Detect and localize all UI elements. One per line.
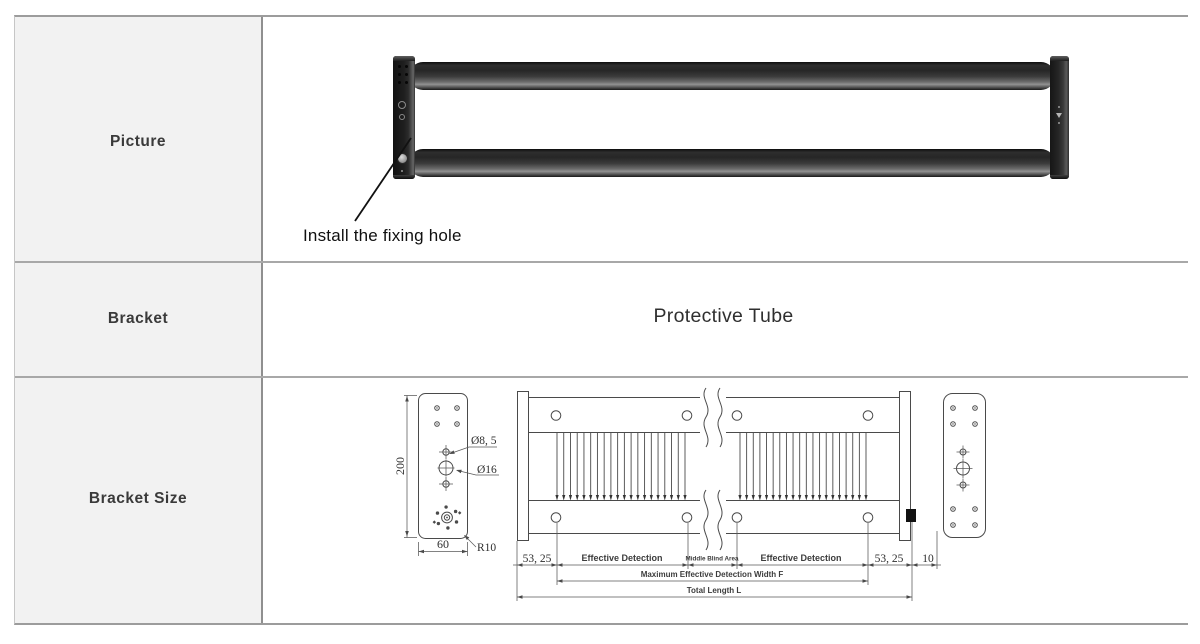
- fixing-hole-dot: [398, 65, 401, 68]
- corner-radius-label: R10: [477, 542, 496, 554]
- spec-table: Picture Bracket Bracket Size: [14, 15, 1188, 625]
- header-cell-bracket: Bracket: [107, 310, 169, 327]
- dim-right-offset: 53, 25: [875, 553, 904, 565]
- detector-drawing: [517, 387, 916, 551]
- fixing-hole-dot: [398, 81, 401, 84]
- plate-height-label: 200: [393, 457, 407, 475]
- dim-bracket-gap: 10: [922, 553, 934, 565]
- fixing-hole-dot: [405, 73, 408, 76]
- cap-dot: [401, 170, 403, 172]
- bracket-size-drawing: 200 60 Ø8, 5 Ø16 R10: [393, 387, 986, 601]
- dim-total-length: Total Length L: [687, 586, 742, 595]
- right-end-cap: [1050, 56, 1069, 179]
- dim-left-offset: 53, 25: [523, 553, 552, 565]
- header-column: [15, 17, 261, 623]
- product-image: [393, 56, 1069, 180]
- plate-width-label: 60: [437, 537, 449, 551]
- bracket-value: Protective Tube: [653, 305, 794, 327]
- cap-mark: [1058, 122, 1060, 124]
- bottom-tube: [409, 149, 1055, 177]
- break-symbol: [703, 489, 709, 551]
- left-end-cap: [393, 56, 415, 179]
- detector-screw-holes: [550, 410, 874, 523]
- break-symbol: [717, 489, 723, 551]
- detection-beams: [555, 433, 868, 501]
- row-divider-2: [15, 376, 1188, 378]
- fixing-hole-dot: [398, 73, 401, 76]
- fixing-hole-annotation: Install the fixing hole: [303, 226, 462, 245]
- annotation-leader-line: [354, 137, 412, 222]
- cap-hole: [398, 101, 406, 109]
- dimension-lines: 53, 25 Effective Detection Middle Blind …: [405, 396, 941, 601]
- detector-left-cap: [517, 391, 529, 541]
- column-divider: [261, 17, 263, 623]
- row-divider-1: [15, 261, 1188, 263]
- cap-mark: [1058, 106, 1060, 108]
- dim-effective-left: Effective Detection: [581, 553, 662, 563]
- detector-right-cap: [899, 391, 911, 541]
- header-cell-bracket-size: Bracket Size: [88, 490, 188, 507]
- right-plate-drawing: [943, 393, 986, 538]
- small-hole-label: Ø8, 5: [471, 435, 497, 447]
- dim-max-width: Maximum Effective Detection Width F: [641, 570, 784, 579]
- connector-block: [906, 509, 916, 522]
- arrow-mark-icon: [1056, 113, 1062, 118]
- top-tube: [409, 62, 1055, 90]
- fixing-hole-dot: [405, 81, 408, 84]
- cap-hole: [399, 114, 405, 120]
- left-plate-drawing: 200 60 Ø8, 5 Ø16 R10: [393, 393, 499, 556]
- dim-middle-blind: Middle Blind Area: [686, 556, 739, 563]
- dim-effective-right: Effective Detection: [760, 553, 841, 563]
- break-symbol: [703, 387, 709, 448]
- fixing-hole-dot: [405, 65, 408, 68]
- header-cell-picture: Picture: [109, 133, 167, 150]
- large-hole-label: Ø16: [477, 464, 497, 476]
- break-symbol: [717, 387, 723, 448]
